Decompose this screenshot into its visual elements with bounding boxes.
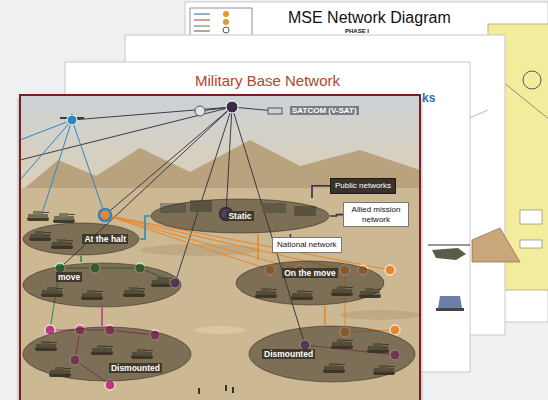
node-dots-part (60, 114, 84, 124)
back-slide-part (223, 19, 229, 25)
back-slide-part (194, 14, 210, 15)
node-label: National network (277, 240, 337, 250)
zone-ground (23, 327, 191, 381)
front-slide-part-part (340, 310, 420, 320)
back-slide-part (194, 20, 210, 21)
slide-label: SATCOM (V-SAT) (290, 106, 359, 115)
front-slide-part (20, 95, 420, 400)
network-link (101, 308, 103, 326)
zone-ground (151, 199, 329, 233)
node-label: Public networks (335, 181, 391, 191)
network-zone: At the halt (22, 222, 140, 256)
network-box: Allied mission network (343, 202, 409, 227)
network-box: National network (272, 237, 342, 253)
node-label: Static (226, 211, 253, 221)
slide-label: ks (422, 92, 435, 106)
yellow-slide-part (520, 240, 542, 248)
middle-slide-part (472, 228, 520, 262)
node-dots-part (99, 209, 111, 221)
vehicles-part (53, 213, 75, 223)
middle-slide-part (432, 248, 466, 260)
network-link (80, 256, 82, 262)
back-slide-part (190, 8, 252, 36)
slide-label: MSE Network Diagram (288, 9, 451, 27)
vehicles-part (232, 387, 234, 393)
network-link (324, 306, 326, 325)
zone-outline (22, 262, 182, 308)
node-dots-part (67, 115, 77, 125)
vehicles-part (225, 385, 227, 391)
middle-slide-part (438, 296, 462, 308)
front-slide-part-part (140, 244, 260, 256)
yellow-slide-part (520, 210, 542, 224)
vehicles-part (27, 211, 49, 221)
network-box: Public networks (330, 178, 396, 194)
zone-outline (235, 260, 385, 306)
drone-links-part (20, 120, 72, 180)
zone-ground (236, 261, 384, 305)
node-dots-part (105, 380, 115, 390)
back-slide-part (223, 27, 229, 33)
node-label: Allied mission network (348, 205, 404, 224)
middle-slide-part (436, 308, 464, 311)
zone-ground (23, 223, 139, 255)
yellow-slide-part (523, 71, 541, 89)
vehicles-part (198, 388, 200, 394)
drone-links-part (72, 120, 105, 215)
network-zone: Dismounted (248, 325, 416, 383)
back-slide-part (194, 31, 210, 32)
node-dots-part (385, 265, 395, 275)
zone-outline (22, 326, 192, 382)
node-label: On the move (282, 268, 337, 278)
drone-links-part (40, 120, 72, 220)
middle-slide-part (428, 245, 470, 246)
front-slide (17, 95, 423, 400)
slide-label: PHASE I (345, 28, 369, 35)
node-dots-part (268, 108, 282, 114)
hub-links-part (20, 107, 232, 160)
back-slide-part (194, 26, 210, 27)
node-label: move (56, 272, 82, 282)
network-zone: Static (150, 198, 330, 234)
network-zone: move (22, 262, 182, 308)
node-label: Dismounted (109, 363, 162, 373)
drone-links-part (20, 120, 72, 140)
drone-links (20, 120, 105, 220)
slide-label: Military Base Network (195, 72, 340, 89)
node-label: Dismounted (262, 349, 315, 359)
node-dots-part (390, 325, 400, 335)
node-label: At the halt (82, 234, 128, 244)
network-link (330, 215, 343, 216)
hub-links-part (72, 107, 232, 120)
network-link (140, 216, 150, 239)
front-slide-part-part (195, 326, 245, 334)
front-slide-part-part (20, 188, 420, 400)
back-slide-part (223, 11, 229, 17)
node-dots-part (226, 101, 238, 113)
zone-ground (23, 263, 181, 307)
network-link (312, 186, 330, 198)
network-zone: On the move (235, 260, 385, 306)
network-link (257, 234, 259, 260)
front-slide-part (20, 95, 420, 400)
node-dots-part (195, 106, 205, 116)
zone-ground (249, 326, 415, 382)
network-zone: Dismounted (22, 326, 192, 382)
